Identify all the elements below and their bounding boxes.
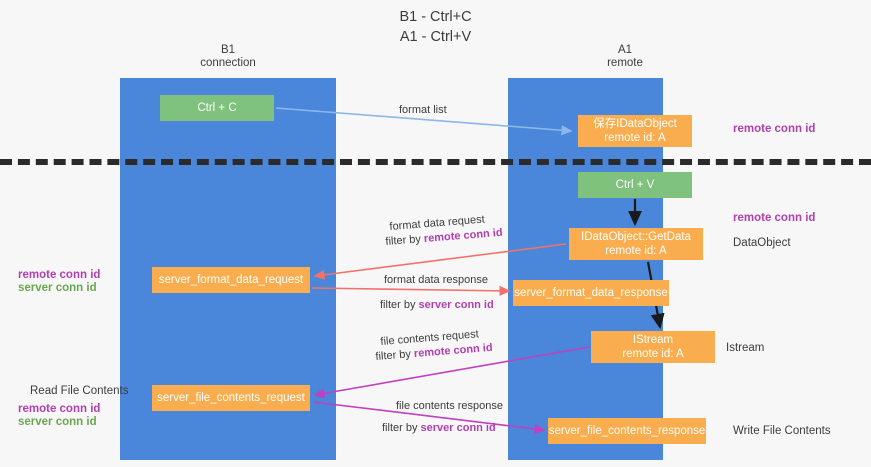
annotation-remote-conn-id-mid: remote conn id [733, 212, 816, 224]
edge-label-format-data-response-filter: filter by server conn id [380, 298, 494, 312]
node-save-idataobject-line1: 保存IDataObject [593, 118, 677, 130]
diagram-title: B1 - Ctrl+C A1 - Ctrl+V [0, 7, 871, 47]
node-server-format-data-response[interactable]: server_format_data_response [513, 280, 669, 306]
node-istream-line1: IStream [632, 334, 674, 346]
annotation-istream: Istream [726, 342, 765, 354]
node-istream-text: IStream remote id: A [622, 333, 683, 361]
column-header-a1-name: A1 [617, 44, 633, 56]
filter-prefix: filter by [375, 347, 415, 363]
annotation-remote-conn-id-top: remote conn id [733, 123, 816, 135]
edge-label-format-list: format list [399, 104, 447, 116]
node-server-file-contents-response-label: server_file_contents_response [548, 425, 706, 437]
edge-format-data-response [311, 285, 511, 296]
annotation-dataobject: DataObject [733, 237, 791, 249]
annotation-write-file-contents: Write File Contents [733, 425, 831, 437]
filter-prefix: filter by [382, 422, 421, 434]
node-server-file-contents-request-label: server_file_contents_request [157, 392, 305, 404]
edge-label-file-contents-response: file contents response [396, 400, 504, 412]
node-istream-line2: remote id: A [622, 348, 684, 360]
node-save-idataobject-text: 保存IDataObject remote id: A [593, 117, 677, 145]
column-header-a1-role: remote [607, 57, 643, 69]
node-idataobject-getdata-line1: IDataObject::GetData [581, 231, 691, 243]
column-header-b1-role: connection [200, 57, 256, 69]
node-save-idataobject-line2: remote id: A [604, 132, 666, 144]
annotation-left-remote-conn-id-bottom: remote conn id [18, 403, 101, 415]
node-istream[interactable]: IStream remote id: A [591, 331, 715, 363]
column-header-b1-name: B1 [220, 44, 236, 56]
node-ctrl-v[interactable]: Ctrl + V [578, 172, 692, 198]
edge-label-file-contents-response-filter: filter by server conn id [382, 421, 496, 435]
node-ctrl-v-label: Ctrl + V [615, 179, 655, 191]
node-server-format-data-request[interactable]: server_format_data_request [152, 267, 310, 293]
filter-value-server-conn-id: server conn id [420, 422, 496, 434]
column-header-b1: B1 connection [148, 44, 308, 70]
node-ctrl-c-label: Ctrl + C [197, 102, 237, 114]
edge-label-format-data-response: format data response [384, 274, 488, 286]
node-server-file-contents-request[interactable]: server_file_contents_request [152, 385, 310, 411]
node-server-file-contents-response[interactable]: server_file_contents_response [548, 418, 706, 444]
filter-value-server-conn-id: server conn id [418, 299, 494, 311]
node-idataobject-getdata-line2: remote id: A [605, 245, 667, 257]
filter-prefix: filter by [380, 299, 419, 311]
column-header-a1: A1 remote [545, 44, 705, 70]
title-line-2: A1 - Ctrl+V [399, 29, 472, 45]
node-server-format-data-request-label: server_format_data_request [158, 274, 304, 286]
node-ctrl-c[interactable]: Ctrl + C [160, 95, 274, 121]
annotation-left-server-conn-id-top: server conn id [18, 282, 97, 294]
node-save-idataobject[interactable]: 保存IDataObject remote id: A [578, 115, 692, 147]
annotation-left-remote-conn-id-top: remote conn id [18, 269, 101, 281]
node-server-format-data-response-label: server_format_data_response [514, 287, 668, 299]
annotation-left-server-conn-id-bottom: server conn id [18, 416, 97, 428]
filter-prefix: filter by [385, 232, 425, 248]
title-line-1: B1 - Ctrl+C [399, 9, 472, 25]
node-idataobject-getdata[interactable]: IDataObject::GetData remote id: A [569, 228, 703, 260]
node-idataobject-getdata-text: IDataObject::GetData remote id: A [581, 230, 691, 258]
annotation-read-file-contents: Read File Contents [30, 385, 129, 397]
phase-separator [0, 159, 871, 165]
